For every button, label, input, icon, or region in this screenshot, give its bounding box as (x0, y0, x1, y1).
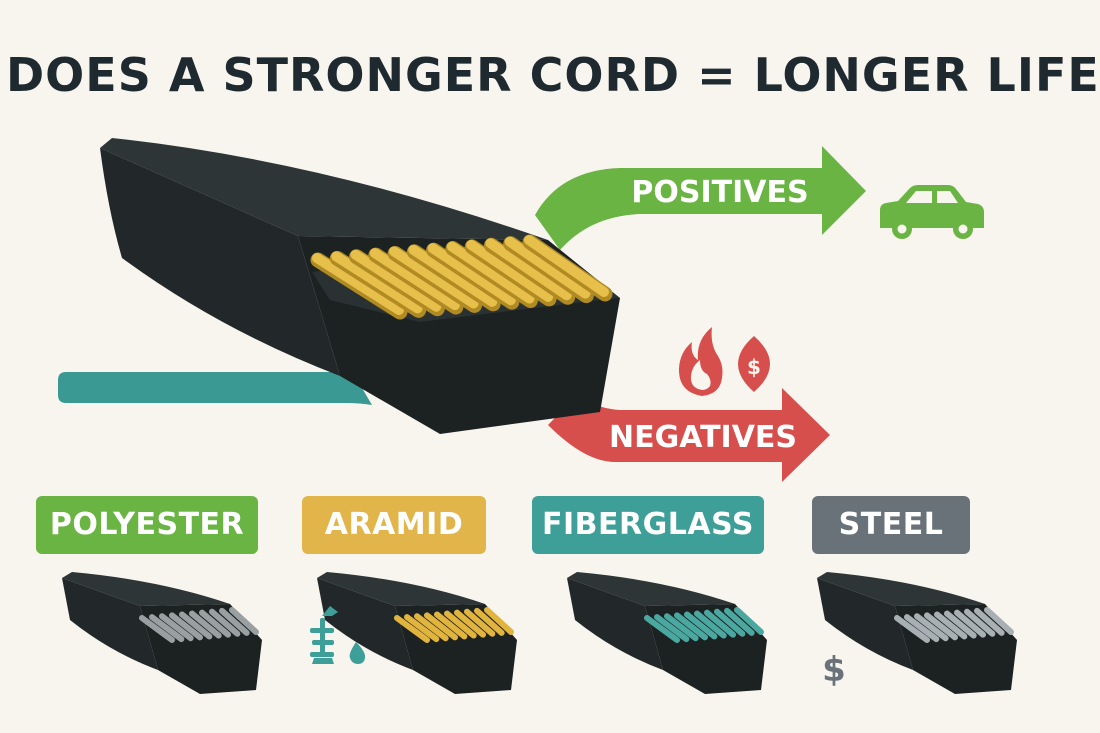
cord (483, 237, 576, 305)
material-label-aramid: ARAMID (302, 496, 486, 554)
corrosion-icon (310, 606, 338, 664)
material-cords (894, 607, 1014, 643)
material-belt (62, 572, 262, 694)
negatives-label: NEGATIVES (609, 420, 797, 455)
material-belt (317, 572, 517, 694)
cord (406, 244, 501, 312)
main-belt-cords (310, 234, 613, 320)
material-belt (817, 572, 1017, 694)
cord (522, 234, 613, 302)
material-cords (644, 607, 764, 643)
svg-text:$: $ (747, 355, 761, 379)
cord (445, 241, 538, 309)
material-cords (394, 607, 514, 643)
cord (368, 247, 464, 315)
material-cords (139, 607, 259, 643)
flame-icon (678, 327, 723, 396)
car-icon (880, 185, 984, 239)
cord (387, 245, 483, 313)
negatives-arrow (548, 388, 830, 482)
material-label-polyester: POLYESTER (36, 496, 258, 554)
cord (464, 239, 557, 307)
positives-label: POSITIVES (631, 175, 808, 210)
material-belt (567, 572, 767, 694)
material-label-fiberglass: FIBERGLASS (532, 496, 764, 554)
cord (503, 236, 594, 304)
belt-top-face (100, 138, 548, 240)
water-drop-icon (349, 642, 366, 664)
cord (426, 242, 520, 310)
page-title: DOES A STRONGER CORD = LONGER LIFE? (6, 48, 1100, 102)
belt-side-face (100, 148, 340, 376)
teal-cable (58, 372, 372, 405)
positives-arrow (535, 146, 866, 250)
cord (310, 252, 408, 320)
dollar-icon: $ (738, 336, 770, 392)
steel-dollar-icon: $ (822, 650, 846, 688)
material-label-steel: STEEL (812, 496, 970, 554)
steel-dollar-text: $ (822, 650, 846, 688)
cord (329, 250, 427, 318)
cord (349, 249, 445, 317)
material-belts (62, 572, 1017, 694)
